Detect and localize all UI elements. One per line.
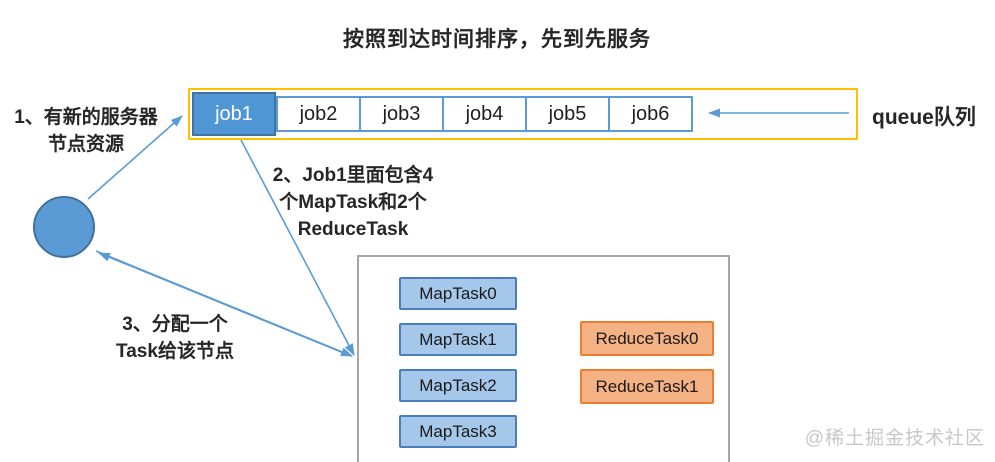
map-task-1: MapTask1 (399, 323, 517, 356)
map-task-column: MapTask0 MapTask1 MapTask2 MapTask3 (399, 277, 517, 448)
step2-line1: 2、Job1里面包含4 (272, 165, 434, 186)
queue-job-5: job5 (525, 96, 610, 132)
step3-line2: Task给该节点 (116, 341, 234, 362)
step1-line1: 1、有新的服务器 (14, 107, 158, 128)
map-task-2: MapTask2 (399, 369, 517, 402)
watermark: @稀土掘金技术社区 (804, 428, 985, 449)
map-task-3: MapTask3 (399, 415, 517, 448)
step2-line2: 个MapTask和2个 (279, 192, 427, 213)
reduce-task-1: ReduceTask1 (580, 369, 714, 404)
map-task-0: MapTask0 (399, 277, 517, 310)
queue-job-1: job1 (192, 92, 276, 136)
queue-label: queue队列 (872, 106, 976, 129)
step2-line3: ReduceTask (297, 219, 409, 240)
queue-job-4: job4 (442, 96, 527, 132)
queue-job-6: job6 (608, 96, 693, 132)
step1-label: 1、有新的服务器 节点资源 (0, 104, 172, 158)
step3-line1: 3、分配一个 (122, 314, 228, 335)
step2-label: 2、Job1里面包含4 个MapTask和2个 ReduceTask (248, 162, 458, 243)
job1-task-box: MapTask0 MapTask1 MapTask2 MapTask3 Redu… (357, 255, 730, 462)
reduce-task-column: ReduceTask0 ReduceTask1 (580, 321, 714, 404)
step1-line2: 节点资源 (47, 134, 124, 155)
server-node-circle (33, 196, 95, 258)
diagram-title: 按照到达时间排序，先到先服务 (343, 28, 651, 51)
step3-label: 3、分配一个 Task给该节点 (85, 311, 265, 365)
queue-job-3: job3 (359, 96, 444, 132)
reduce-task-0: ReduceTask0 (580, 321, 714, 356)
job-queue-container: job1 job2 job3 job4 job5 job6 (188, 88, 858, 140)
queue-job-2: job2 (276, 96, 361, 132)
